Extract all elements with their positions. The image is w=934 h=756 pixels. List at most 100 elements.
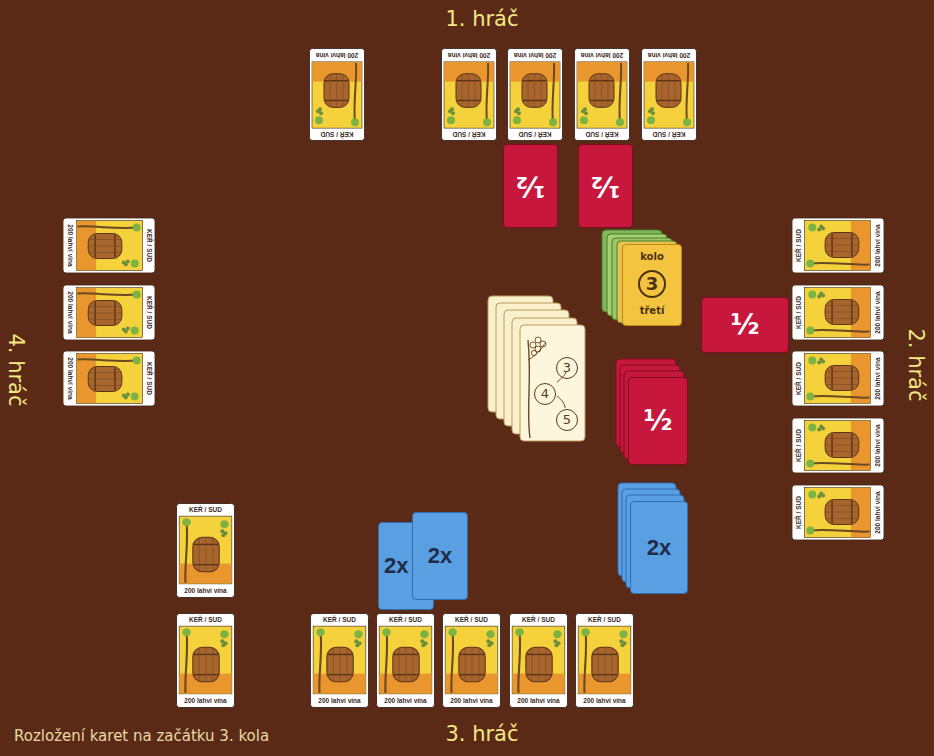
card-art — [507, 48, 562, 140]
half-card: ½ — [701, 297, 789, 353]
card-art — [443, 614, 501, 708]
card-art — [792, 285, 884, 340]
bush-barrel-card: KEŘ / SUD 200 lahví vína — [792, 485, 885, 541]
bush-barrel-card: KEŘ / SUD200 lahví vína — [792, 351, 885, 407]
caption: Rozložení karet na začátku 3. kola — [14, 727, 269, 745]
card-illustration — [176, 613, 235, 708]
vine-illustration — [528, 337, 566, 438]
vine-card: 345 — [520, 325, 585, 441]
round-ordinal: třetí — [640, 305, 665, 317]
card-illustration — [62, 285, 155, 341]
half-value: ½ — [591, 171, 620, 201]
bush-barrel-card: KEŘ / SUD200 lahví vína — [176, 613, 235, 708]
card-value: 200 lahví vína — [65, 224, 73, 266]
card-value: 200 lahví vína — [65, 357, 73, 399]
card-illustration — [509, 613, 568, 708]
card-value: 200 lahví vína — [447, 51, 489, 59]
card-art — [177, 614, 235, 708]
card-type: KEŘ / SUD — [652, 130, 685, 138]
double-value: 2x — [428, 544, 452, 568]
bush-barrel-card: KEŘ / SUD 200 lahví vína — [641, 48, 697, 141]
card-type: KEŘ / SUD — [389, 616, 422, 624]
card-art — [792, 218, 884, 273]
card-illustration — [441, 48, 497, 141]
card-illustration — [792, 285, 885, 341]
card-type: KEŘ / SUD — [320, 130, 353, 138]
card-illustration — [792, 485, 885, 541]
card-value: 200 lahví vína — [65, 291, 73, 333]
bush-barrel-card: KEŘ / SUD 200 lahví vína — [575, 613, 634, 708]
card-illustration — [376, 613, 435, 708]
card-art — [574, 48, 629, 140]
half-value: ½ — [731, 310, 760, 340]
card-value: 200 lahví vína — [874, 424, 882, 466]
double-card: 2x — [630, 501, 688, 594]
card-art — [62, 351, 154, 406]
half-value: ½ — [644, 406, 673, 436]
card-art — [177, 504, 235, 598]
round-marker: 3 — [556, 357, 578, 379]
card-value: 200 lahví vína — [874, 491, 882, 533]
card-type: KEŘ / SUD — [144, 296, 152, 329]
card-value: 200 lahví vína — [874, 224, 882, 266]
round-marker: 4 — [534, 383, 556, 405]
card-type: KEŘ / SUD — [795, 229, 803, 262]
bush-barrel-card: KEŘ / SUD 200 lahví vína — [442, 613, 501, 708]
half-value: ½ — [516, 171, 545, 201]
card-illustration — [309, 48, 365, 141]
double-card: 2x — [412, 512, 468, 600]
vine-deck — [488, 296, 585, 441]
card-art — [576, 614, 634, 708]
bush-barrel-card: KEŘ / SUD200 lahví vína — [310, 613, 369, 708]
card-type: KEŘ / SUD — [795, 429, 803, 462]
card-type: KEŘ / SUD — [323, 616, 356, 624]
player-label: 2. hráč — [904, 328, 928, 401]
card-art — [792, 351, 884, 406]
card-value: 200 lahví vína — [315, 51, 357, 59]
card-type: KEŘ / SUD — [518, 130, 551, 138]
card-value: 200 lahví vína — [583, 697, 625, 705]
bush-barrel-card: KEŘ / SUD 200 lahví vína — [792, 418, 885, 474]
bush-barrel-card: KEŘ / SUD200 lahví vína — [574, 48, 630, 141]
card-value: 200 lahví vína — [580, 51, 622, 59]
round-marker: 5 — [556, 409, 578, 431]
card-type: KEŘ / SUD — [189, 506, 222, 514]
card-value: 200 lahví vína — [384, 697, 426, 705]
player-label: 3. hráč — [445, 722, 518, 746]
card-type: KEŘ / SUD — [452, 130, 485, 138]
player-label: 4. hráč — [4, 333, 28, 406]
bush-barrel-card: KEŘ / SUD 200 lahví vína — [509, 613, 568, 708]
card-value: 200 lahví vína — [517, 697, 559, 705]
round-number: 3 — [638, 270, 666, 298]
round-card: kolo3třetí — [622, 244, 682, 326]
card-illustration — [575, 613, 634, 708]
card-art — [441, 48, 496, 140]
card-art — [510, 614, 568, 708]
card-type: KEŘ / SUD — [522, 616, 555, 624]
card-type: KEŘ / SUD — [588, 616, 621, 624]
card-illustration — [62, 218, 155, 274]
card-value: 200 lahví vína — [647, 51, 689, 59]
double-value: 2x — [647, 536, 671, 560]
player-label: 1. hráč — [445, 7, 518, 31]
card-illustration — [792, 418, 885, 474]
card-art — [792, 418, 884, 473]
card-art — [62, 285, 154, 340]
card-art — [377, 614, 435, 708]
bush-barrel-card: KEŘ / SUD 200 lahví vína — [441, 48, 497, 141]
card-value: 200 lahví vína — [874, 357, 882, 399]
card-illustration — [792, 218, 885, 274]
card-value: 200 lahví vína — [874, 291, 882, 333]
card-illustration — [62, 351, 155, 407]
card-value: 200 lahví vína — [450, 697, 492, 705]
half-card: ½ — [503, 144, 558, 228]
card-type: KEŘ / SUD — [795, 496, 803, 529]
double-value: 2x — [384, 554, 408, 578]
card-illustration — [442, 613, 501, 708]
bush-barrel-card: KEŘ / SUD200 lahví vína — [507, 48, 563, 141]
card-value: 200 lahví vína — [184, 587, 226, 595]
half-card: ½ — [628, 377, 688, 465]
card-art — [311, 614, 369, 708]
card-type: KEŘ / SUD — [455, 616, 488, 624]
card-art — [641, 48, 696, 140]
